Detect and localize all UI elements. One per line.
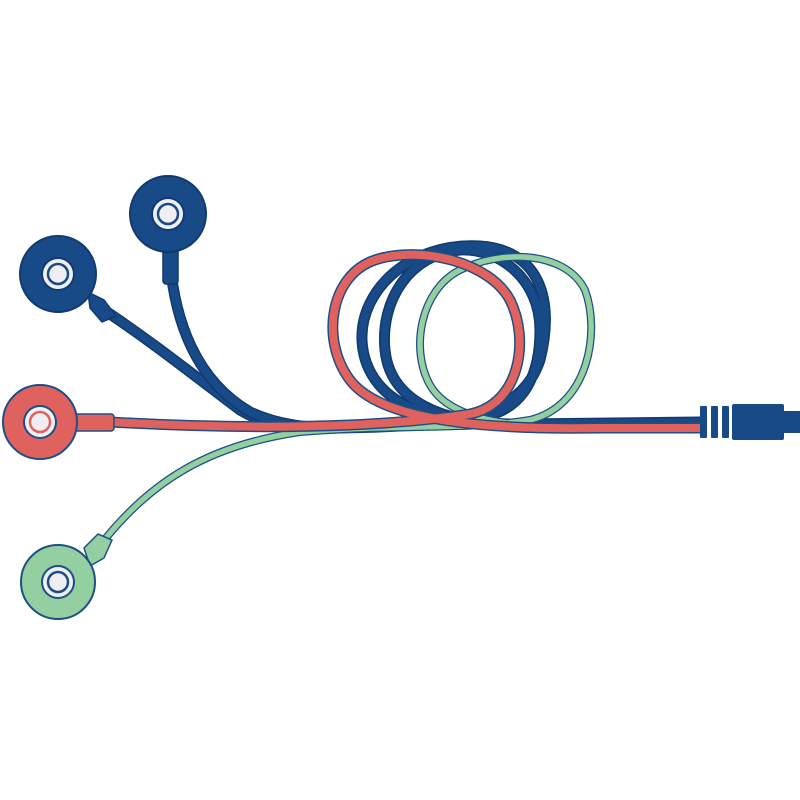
connector-ridge-1: [700, 406, 707, 438]
electrode-red: [2, 384, 115, 460]
connector-tip: [784, 411, 800, 433]
electrode-snap-center: [46, 570, 70, 594]
electrode-snap-center: [28, 410, 52, 434]
wire-red: [104, 249, 706, 434]
electrode-snap-center: [156, 202, 180, 226]
connector-ridge-2: [711, 406, 718, 438]
electrode-snap-center: [46, 262, 70, 286]
wire-green: [94, 252, 704, 552]
electrode-green: [20, 533, 113, 620]
electrode-navy-1: [19, 235, 118, 323]
electrode-navy-2: [129, 175, 207, 285]
connector-ridge-3: [722, 406, 729, 438]
cable-connector: [700, 404, 800, 440]
electrode-neck: [87, 290, 118, 323]
connector-body: [732, 404, 784, 440]
